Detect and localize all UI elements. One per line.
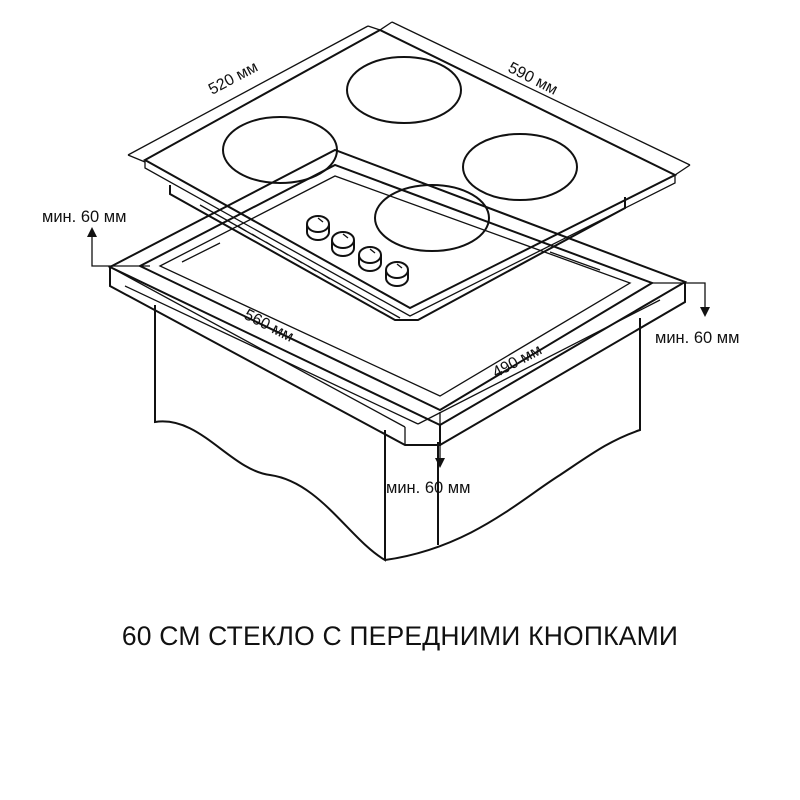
- clearance-left: мин. 60 мм: [42, 208, 150, 267]
- dimension-cutout-depth: 490 мм: [417, 299, 661, 425]
- burner-front-right: [462, 133, 578, 201]
- cabinet: [154, 305, 641, 562]
- dimension-cutout-width: 560 мм: [124, 285, 419, 425]
- mounting-clips: [237, 225, 331, 280]
- knob-3: [358, 246, 382, 272]
- knob-2: [331, 231, 355, 257]
- knob-4: [385, 261, 409, 287]
- cutout-depth-label: 490 мм: [490, 342, 545, 382]
- hob-width-label: 590 мм: [505, 59, 560, 98]
- burner-back-left: [222, 116, 338, 184]
- knob-1: [306, 215, 330, 241]
- clearance-front-label: мин. 60 мм: [386, 479, 470, 497]
- hob-depth-label: 520 мм: [206, 59, 261, 99]
- burner-back-right: [346, 56, 462, 124]
- clearance-right-label: мин. 60 мм: [655, 329, 739, 347]
- dimension-hob-depth: 520 мм: [127, 25, 381, 163]
- dimension-hob-width: 590 мм: [379, 21, 691, 176]
- clearance-right: мин. 60 мм: [650, 282, 739, 347]
- caption: 60 СМ СТЕКЛО С ПЕРЕДНИМИ КНОПКАМИ: [121, 621, 679, 651]
- clearance-left-label: мин. 60 мм: [42, 208, 126, 226]
- worktop: [107, 148, 688, 446]
- cutout-width-label: 560 мм: [241, 306, 296, 345]
- burner-front-left: [374, 184, 490, 252]
- clearance-front: мин. 60 мм: [386, 412, 470, 497]
